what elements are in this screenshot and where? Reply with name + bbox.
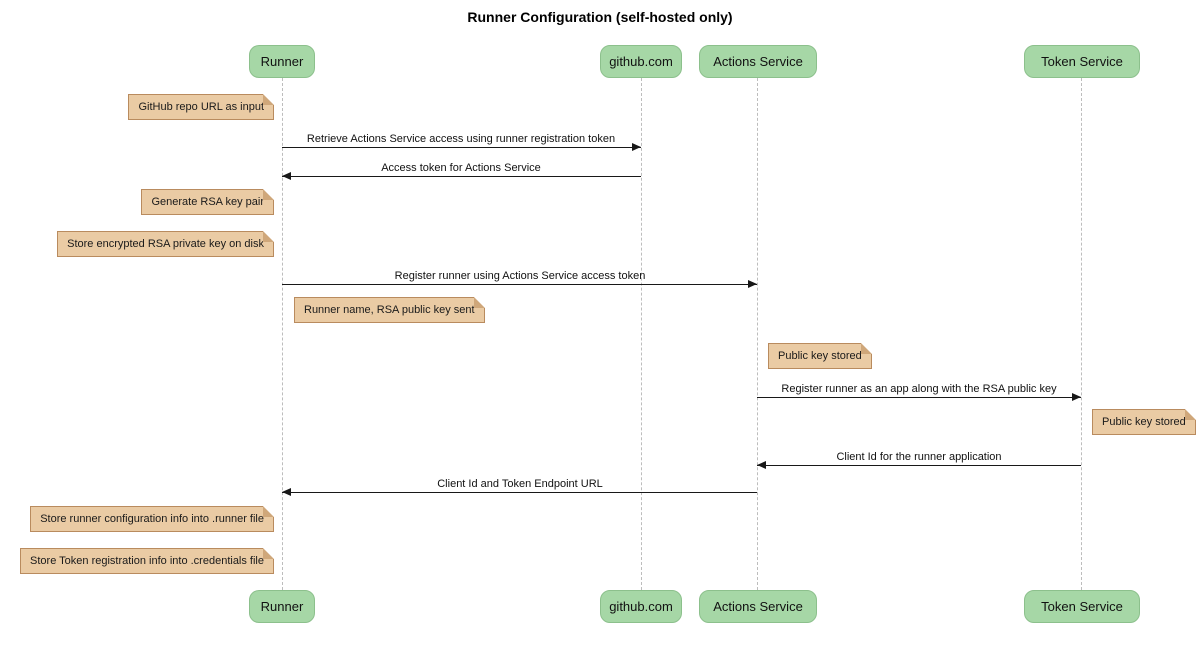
arrowhead-right-icon [748,280,757,288]
message-line [282,176,641,177]
message-label-client-id-endpoint: Client Id and Token Endpoint URL [437,478,603,490]
message-line [757,465,1081,466]
arrowhead-right-icon [1072,393,1081,401]
note-store-runner-file: Store runner configuration info into .ru… [30,506,274,532]
lifeline-actions-service [757,78,758,590]
message-line [757,397,1081,398]
note-fold-icon [860,343,872,354]
note-fold-icon [263,548,274,559]
note-store-credentials-file: Store Token registration info into .cred… [20,548,274,574]
participant-github-top: github.com [600,45,682,78]
message-line [282,147,641,148]
arrowhead-left-icon [757,461,766,469]
note-fold-icon [1184,409,1196,420]
participant-token-service-top: Token Service [1024,45,1140,78]
participant-actions-service-top: Actions Service [699,45,817,78]
participant-runner-top: Runner [249,45,315,78]
participant-runner-bottom: Runner [249,590,315,623]
note-text: Store Token registration info into .cred… [30,555,264,567]
participant-actions-service-bottom: Actions Service [699,590,817,623]
diagram-title: Runner Configuration (self-hosted only) [467,9,733,25]
participant-token-service-bottom: Token Service [1024,590,1140,623]
note-text: Public key stored [1102,416,1186,428]
lifeline-runner [282,78,283,590]
note-text: Store runner configuration info into .ru… [40,513,264,525]
note-fold-icon [263,506,274,517]
message-line [282,492,757,493]
note-text: Public key stored [778,350,862,362]
note-fold-icon [263,189,274,200]
lifeline-token-service [1081,78,1082,590]
lifeline-github [641,78,642,590]
message-label-register-app: Register runner as an app along with the… [781,383,1057,395]
note-github-repo-url: GitHub repo URL as input [128,94,274,120]
message-label-retrieve-actions-access: Retrieve Actions Service access using ru… [306,133,616,145]
message-line [282,284,757,285]
note-fold-icon [263,231,274,242]
note-public-key-stored-actions: Public key stored [768,343,872,369]
arrowhead-left-icon [282,172,291,180]
note-text: Store encrypted RSA private key on disk [67,238,264,250]
arrowhead-right-icon [632,143,641,151]
message-label-register-runner: Register runner using Actions Service ac… [394,270,646,282]
note-public-key-stored-token: Public key stored [1092,409,1196,435]
note-runner-name-sent: Runner name, RSA public key sent [294,297,485,323]
note-text: Generate RSA key pair [151,196,264,208]
note-text: Runner name, RSA public key sent [304,304,475,316]
arrowhead-left-icon [282,488,291,496]
participant-github-bottom: github.com [600,590,682,623]
note-generate-rsa-key: Generate RSA key pair [141,189,274,215]
note-fold-icon [263,94,274,105]
note-fold-icon [473,297,485,308]
message-label-access-token: Access token for Actions Service [381,162,541,174]
message-label-client-id: Client Id for the runner application [836,451,1002,463]
note-text: GitHub repo URL as input [138,101,264,113]
note-store-private-key: Store encrypted RSA private key on disk [57,231,274,257]
